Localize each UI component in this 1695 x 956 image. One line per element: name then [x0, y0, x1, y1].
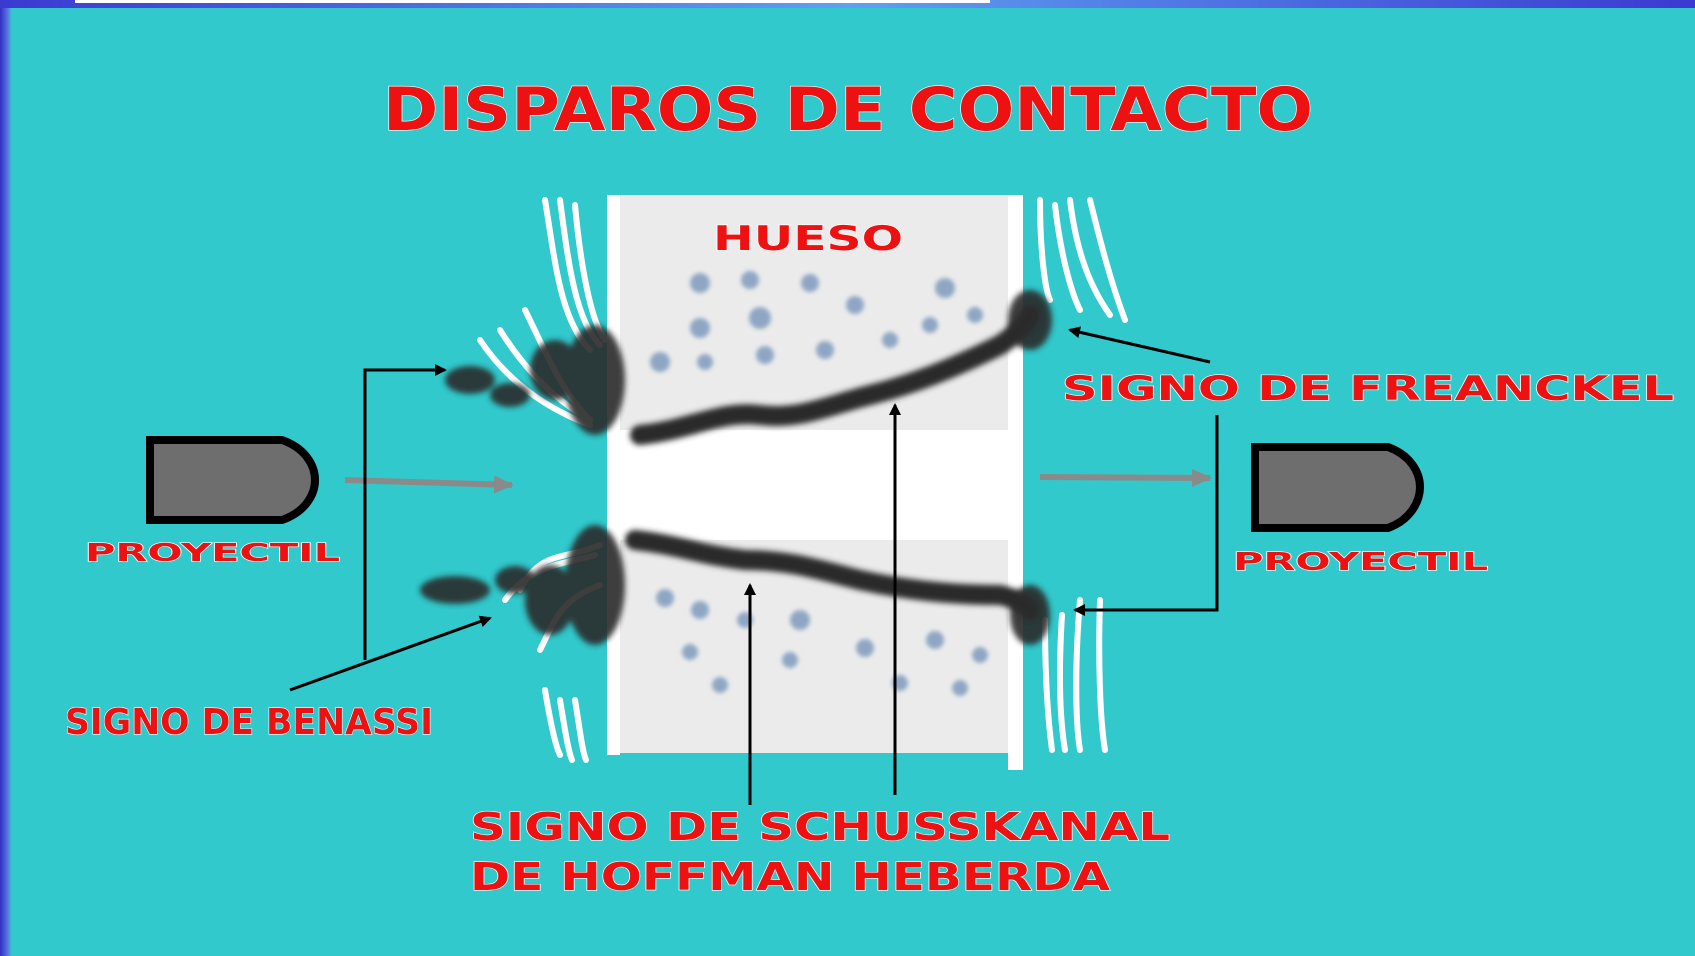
- projectile-left-label: PROYECTIL: [85, 538, 340, 567]
- sign-schusskanal-label-line1: SIGNO DE SCHUSSKANAL: [470, 805, 1170, 849]
- sign-benassi-label: SIGNO DE BENASSI: [65, 702, 433, 743]
- slide-top-line: [75, 0, 990, 3]
- projectile-left-shape: [146, 436, 320, 524]
- schusskanal-pointer-lines: [744, 403, 901, 805]
- projectile-right-label: PROYECTIL: [1233, 547, 1488, 576]
- bone-label: HUESO: [713, 219, 903, 259]
- freanckel-pointer-lines: [1068, 326, 1219, 616]
- soft-tissue-right: [1037, 197, 1128, 753]
- diagram-title: DISPAROS DE CONTACTO: [383, 75, 1313, 145]
- sign-schusskanal-label-line2: DE HOFFMAN HEBERDA: [470, 855, 1111, 899]
- projectile-right-shape: [1251, 443, 1425, 532]
- bullet-channel-streaks: [625, 305, 1040, 620]
- soft-tissue-left: [477, 197, 608, 763]
- projectile-motion-arrow-right: [1039, 468, 1212, 487]
- slide-top-border: [0, 0, 1695, 8]
- sign-freanckel-label: SIGNO DE FREANCKEL: [1062, 369, 1674, 409]
- slide-left-border: [0, 0, 12, 956]
- projectile-motion-arrow-left: [344, 475, 514, 494]
- benassi-pointer-lines: [289, 364, 492, 692]
- soot-deposits: [420, 290, 1052, 645]
- bone-trabeculae: [650, 271, 988, 696]
